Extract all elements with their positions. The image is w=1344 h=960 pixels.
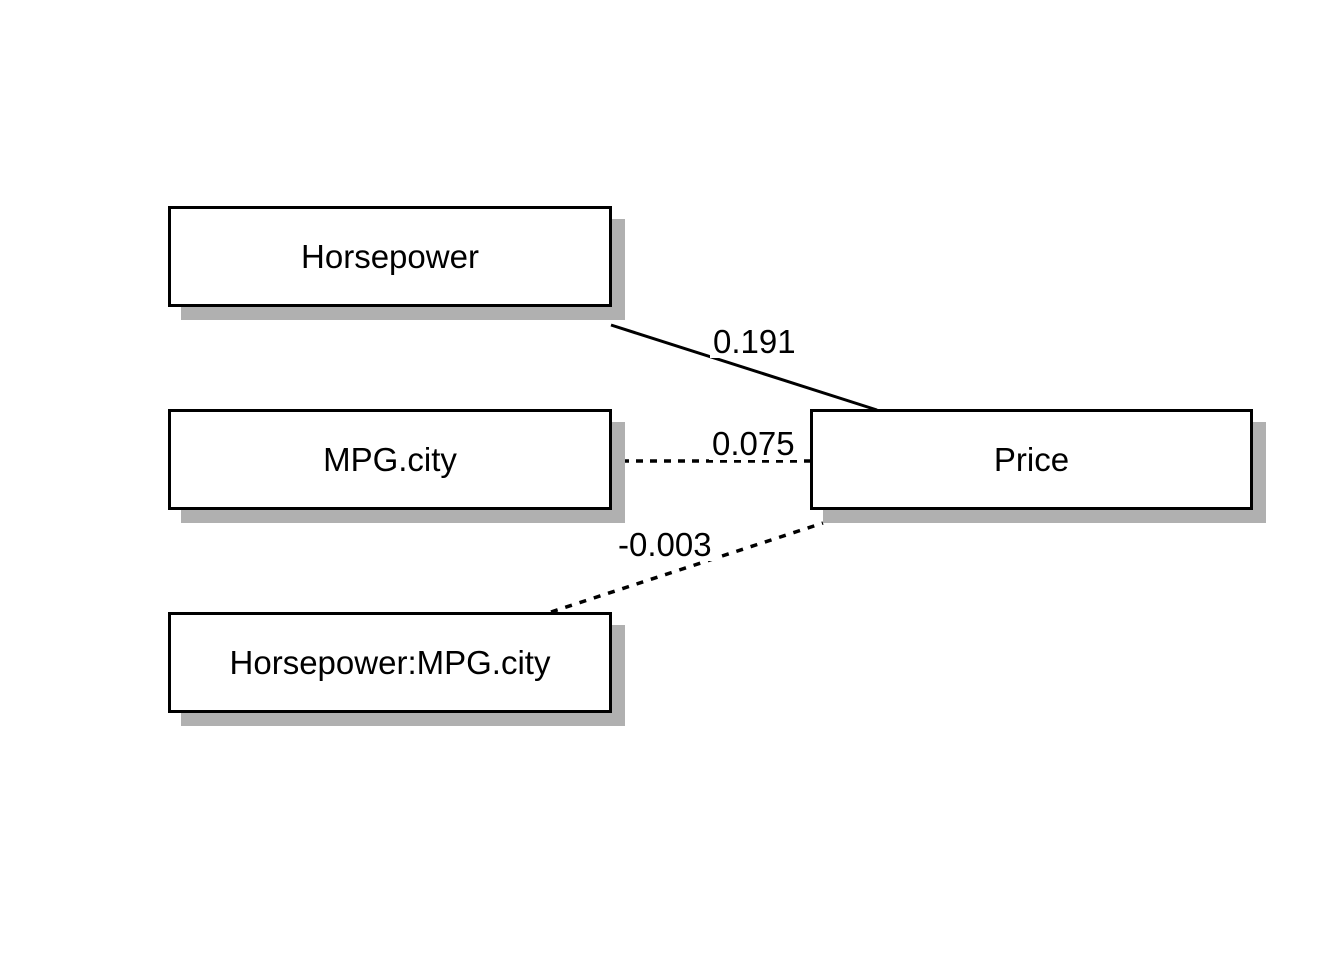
node-label-horsepower: Horsepower [301, 238, 479, 275]
node-label-price: Price [993, 441, 1070, 478]
edge-label-mpgcity-to-price: 0.075 [709, 427, 798, 460]
node-label-horsepower-mpg-city: Horsepower:MPG.city [229, 644, 551, 681]
node-label-mpg-city: MPG.city [323, 441, 457, 478]
edge-label-horsepower-to-price: 0.191 [710, 325, 799, 358]
node-horsepower[interactable]: Horsepower [168, 206, 612, 307]
node-mpg-city[interactable]: MPG.city [168, 409, 612, 510]
node-horsepower-mpg-city[interactable]: Horsepower:MPG.city [168, 612, 612, 713]
edge-label-interaction-to-price: -0.003 [615, 528, 715, 561]
node-price[interactable]: Price [810, 409, 1253, 510]
